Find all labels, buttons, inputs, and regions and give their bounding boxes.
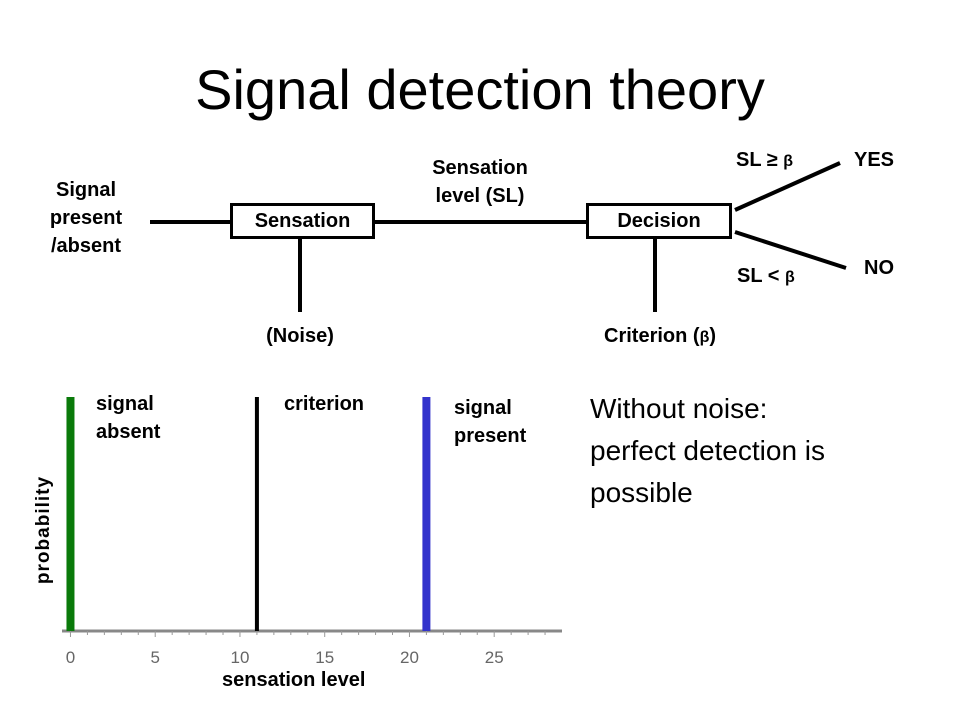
noise-note: Without noise: perfect detection is poss… [590, 388, 930, 514]
no-branch-line [734, 230, 847, 270]
series-label-signal-present: signal present [454, 394, 526, 450]
yes-condition-text: SL ≥ [736, 149, 784, 171]
x-tick-label: 5 [150, 648, 160, 667]
series-label-line: signal [454, 397, 512, 419]
sensation-level-line-2: level (SL) [435, 185, 525, 207]
sensation-box: Sensation [230, 203, 375, 239]
note-line-1: Without noise: [590, 393, 768, 424]
note-line-3: possible [590, 477, 693, 508]
x-tick-label: 25 [484, 648, 504, 667]
signal-input-label: Signal present /absent [18, 176, 154, 260]
note-line-2: perfect detection is [590, 435, 826, 466]
criterion-close-paren: ) [709, 325, 716, 347]
x-tick-label: 10 [230, 648, 250, 667]
signal-input-line-2: present [49, 207, 123, 229]
x-tick-label: 15 [315, 648, 335, 667]
series-spike-signal-absent [66, 397, 75, 631]
series-spike-signal-present [422, 397, 431, 631]
criterion-text: Criterion ( [604, 325, 700, 347]
x-tick-label: 20 [399, 648, 419, 667]
sensation-level-line-1: Sensation [432, 157, 528, 179]
series-label-criterion: criterion [284, 390, 364, 418]
noise-label: (Noise) [266, 325, 334, 347]
no-condition-text: SL < [737, 265, 785, 287]
series-label-line: absent [96, 421, 161, 443]
yes-condition-label: SL ≥ β [736, 146, 793, 176]
series-label-line: signal [96, 393, 154, 415]
signal-input-line-3: /absent [50, 235, 122, 257]
beta-symbol: β [699, 329, 710, 346]
series-label-line: present [454, 425, 527, 447]
no-outcome-label: NO [864, 257, 894, 279]
slide-title: Signal detection theory [195, 58, 765, 121]
series-label-line: criterion [284, 393, 365, 415]
no-condition-label: SL < β [737, 262, 795, 292]
yes-outcome-label: YES [854, 149, 895, 171]
x-axis-label: sensation level [222, 669, 366, 691]
no-beta-symbol: β [785, 269, 795, 286]
x-tick-label: 0 [65, 648, 76, 667]
series-spike-criterion [254, 397, 259, 631]
series-label-signal-absent: signal absent [96, 390, 160, 446]
y-axis-label: probability [33, 475, 54, 585]
criterion-beta-label: Criterion (β) [560, 322, 760, 352]
decision-box: Decision [586, 203, 732, 239]
yes-branch-line [734, 161, 841, 212]
sensation-level-label: Sensation level (SL) [390, 154, 570, 210]
yes-beta-symbol: β [783, 153, 794, 170]
signal-input-line-1: Signal [55, 179, 116, 201]
